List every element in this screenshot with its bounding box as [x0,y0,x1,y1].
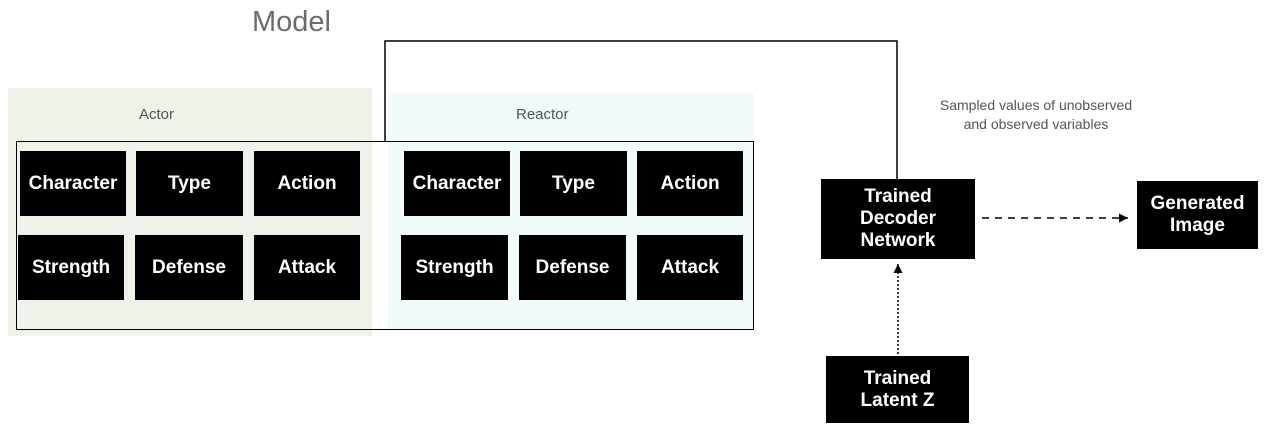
feedback-loop-line [384,40,898,180]
output-line-2: Image [1170,215,1225,236]
latent-line-1: Trained [863,367,932,389]
diagram-title: Model [252,6,331,38]
actor-label: Actor [139,106,175,123]
decoder-line-3: Network [860,229,936,251]
actor-character-box: Character [20,151,126,216]
reactor-action-box: Action [637,151,743,216]
actor-type-box: Type [136,151,243,216]
reactor-label: Reactor [516,106,569,123]
reactor-character-box: Character [404,151,510,216]
generated-image-box: Generated Image [1137,181,1258,249]
actor-action-box: Action [254,151,360,216]
latent-line-2: Latent Z [860,389,935,411]
sampled-values-annotation: Sampled values of unobserved and observe… [918,96,1154,134]
actor-strength-box: Strength [18,235,124,300]
actor-defense-box: Defense [135,235,243,300]
reactor-type-box: Type [520,151,627,216]
reactor-defense-box: Defense [519,235,626,300]
trained-latent-z-box: Trained Latent Z [826,356,969,423]
output-line-1: Generated [1150,193,1245,215]
annotation-line-2: and observed variables [963,115,1109,132]
reactor-strength-box: Strength [401,235,508,300]
annotation-line-1: Sampled values of unobserved [939,97,1133,113]
model-variables-outline [16,141,754,330]
trained-decoder-network-box: Trained Decoder Network [821,179,975,259]
actor-attack-box: Attack [254,235,360,300]
reactor-attack-box: Attack [637,235,743,300]
decoder-line-1: Trained [864,186,932,208]
decoder-line-2: Decoder [859,208,937,230]
